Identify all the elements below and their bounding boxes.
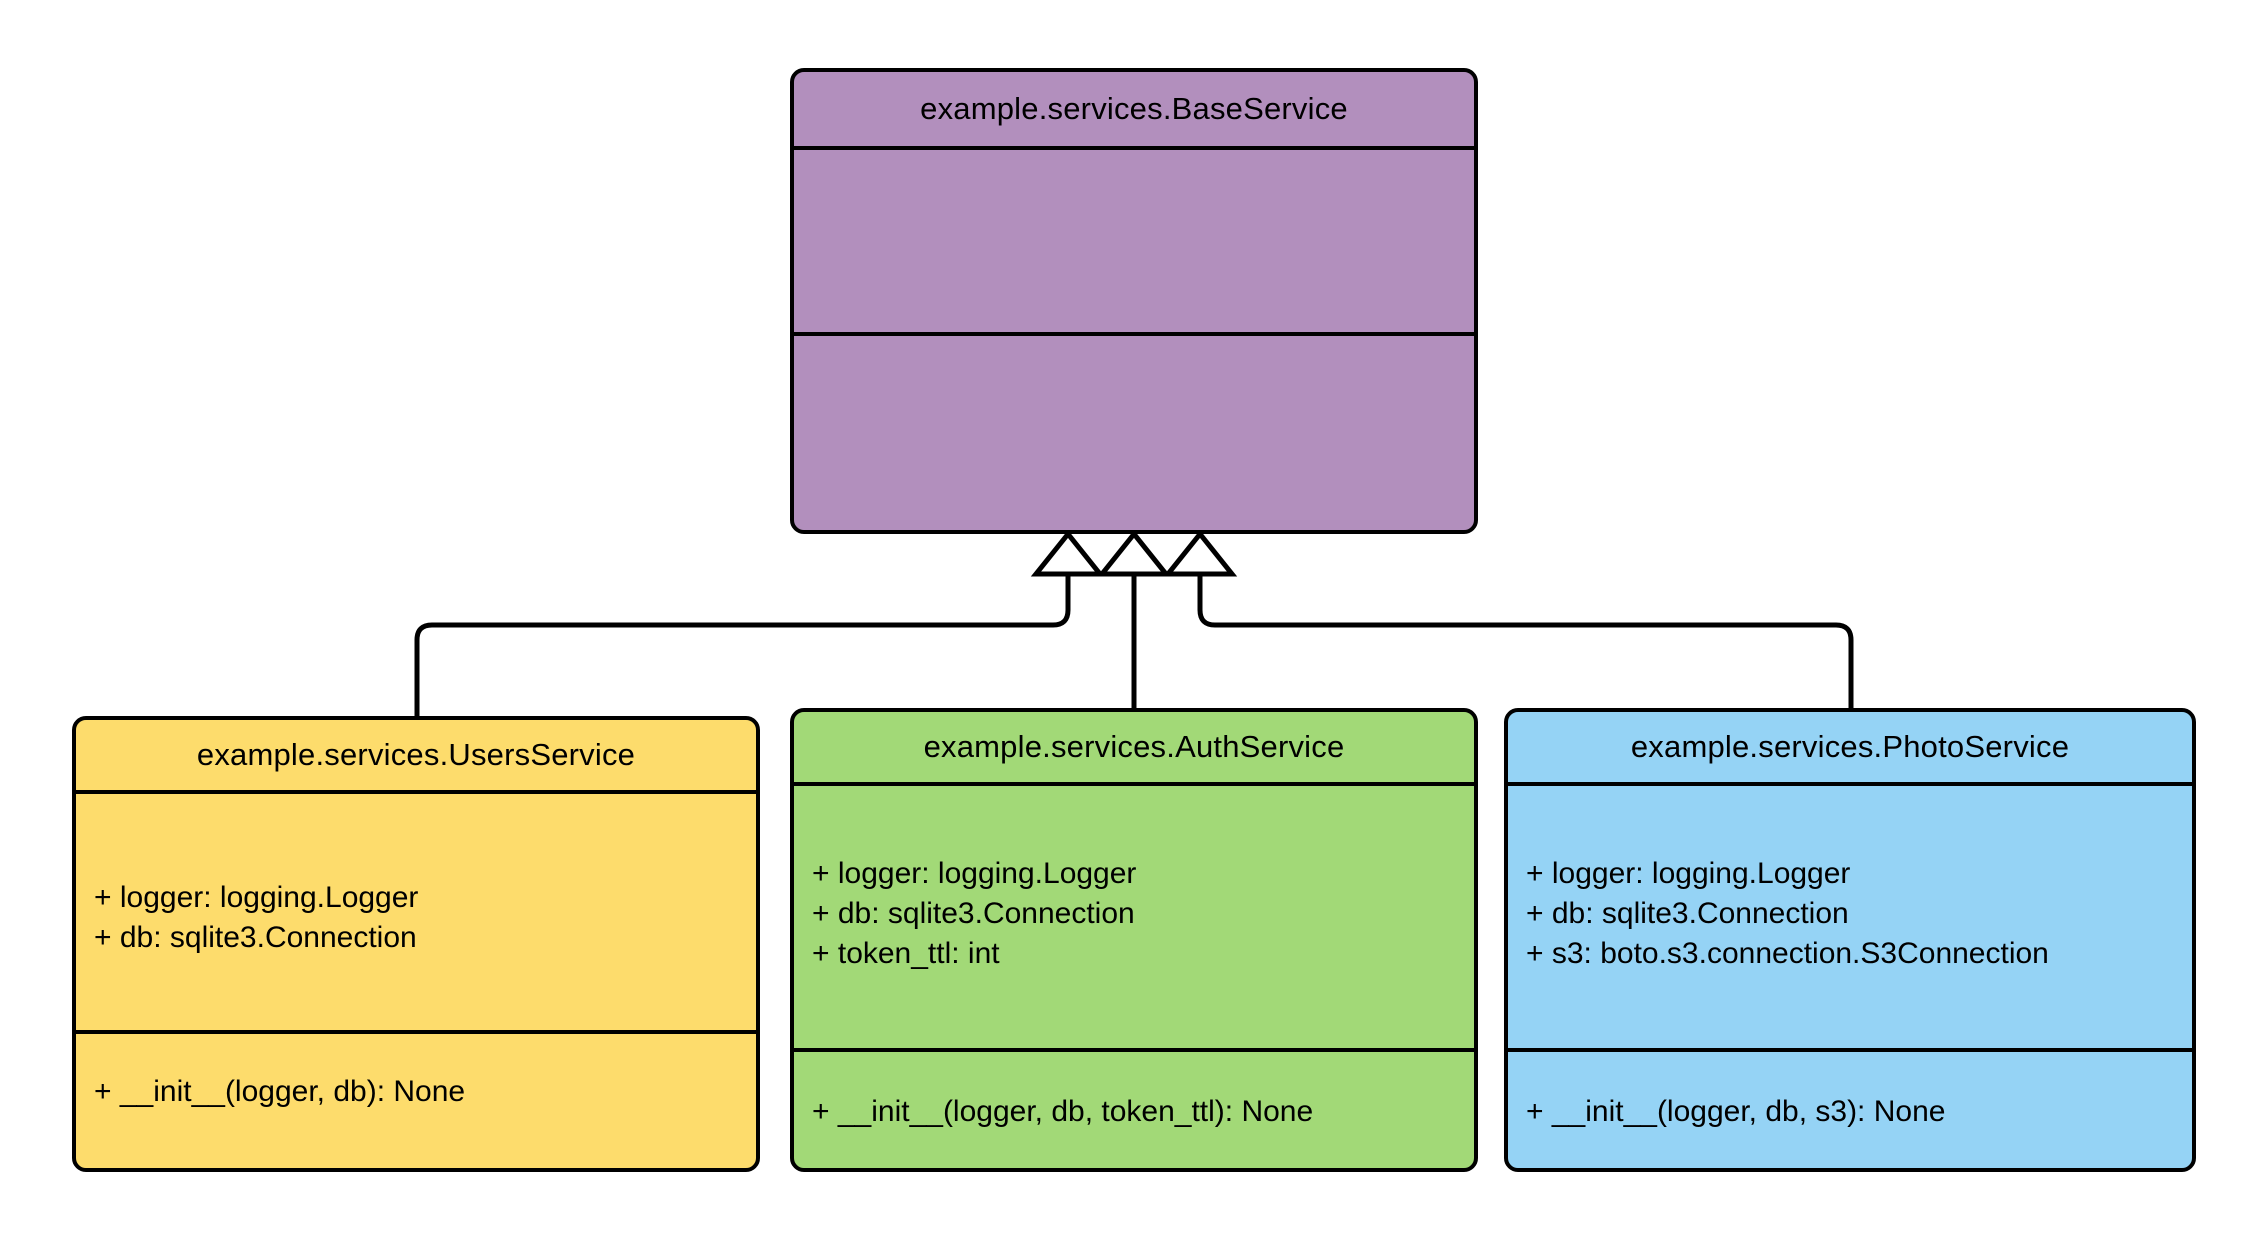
class-divider-attributes-methods xyxy=(794,1048,1474,1052)
class-attribute: + db: sqlite3.Connection xyxy=(812,896,1135,930)
class-method: + __init__(logger, db): None xyxy=(94,1075,466,1108)
class-box-authservice[interactable]: example.services.AuthService + logger: l… xyxy=(790,708,1478,1172)
class-attribute: + logger: logging.Logger xyxy=(94,881,419,914)
class-attributes-photoservice: + logger: logging.Logger + db: sqlite3.C… xyxy=(1508,786,2192,1048)
class-title-baseservice: example.services.BaseService xyxy=(920,91,1348,127)
class-methods-authservice: + __init__(logger, db, token_ttl): None xyxy=(794,1052,1474,1168)
class-title-photoservice: example.services.PhotoService xyxy=(1630,729,2070,765)
class-method: + __init__(logger, db, token_ttl): None xyxy=(812,1095,1314,1128)
class-divider-attributes-methods xyxy=(1508,1048,2192,1052)
class-attributes-usersservice: + logger: logging.Logger + db: sqlite3.C… xyxy=(76,794,756,1030)
generalization-arrowhead-authservice xyxy=(1096,529,1172,577)
class-methods-photoservice: + __init__(logger, db, s3): None xyxy=(1508,1052,2192,1168)
class-methods-baseservice xyxy=(794,336,1474,530)
generalization-edge-usersservice xyxy=(414,570,1071,716)
class-divider-title-attributes xyxy=(794,146,1474,150)
class-methods-usersservice: + __init__(logger, db): None xyxy=(76,1034,756,1168)
class-box-photoservice[interactable]: example.services.PhotoService + logger: … xyxy=(1504,708,2196,1172)
class-divider-attributes-methods xyxy=(76,1030,756,1034)
class-divider-title-attributes xyxy=(794,782,1474,786)
class-divider-title-attributes xyxy=(1508,782,2192,786)
class-box-usersservice[interactable]: example.services.UsersService + logger: … xyxy=(72,716,760,1172)
class-divider-title-attributes xyxy=(76,790,756,794)
class-attribute: + db: sqlite3.Connection xyxy=(94,920,417,954)
class-attributes-baseservice xyxy=(794,150,1474,332)
class-method: + __init__(logger, db, s3): None xyxy=(1526,1095,1946,1128)
generalization-arrowhead-usersservice xyxy=(1030,529,1106,577)
class-divider-attributes-methods xyxy=(794,332,1474,336)
class-attribute: + s3: boto.s3.connection.S3Connection xyxy=(1526,936,2049,970)
class-attribute: + token_ttl: int xyxy=(812,936,1000,970)
class-attribute: + logger: logging.Logger xyxy=(1526,857,1851,890)
class-attribute: + db: sqlite3.Connection xyxy=(1526,896,1849,930)
class-attribute: + logger: logging.Logger xyxy=(812,857,1137,890)
class-title-authservice: example.services.AuthService xyxy=(923,729,1345,765)
generalization-edge-photoservice xyxy=(1197,570,1854,708)
class-title-usersservice: example.services.UsersService xyxy=(196,737,636,773)
class-box-baseservice[interactable]: example.services.BaseService xyxy=(790,68,1478,534)
generalization-arrowhead-photoservice xyxy=(1162,529,1238,577)
class-attributes-authservice: + logger: logging.Logger + db: sqlite3.C… xyxy=(794,786,1474,1048)
